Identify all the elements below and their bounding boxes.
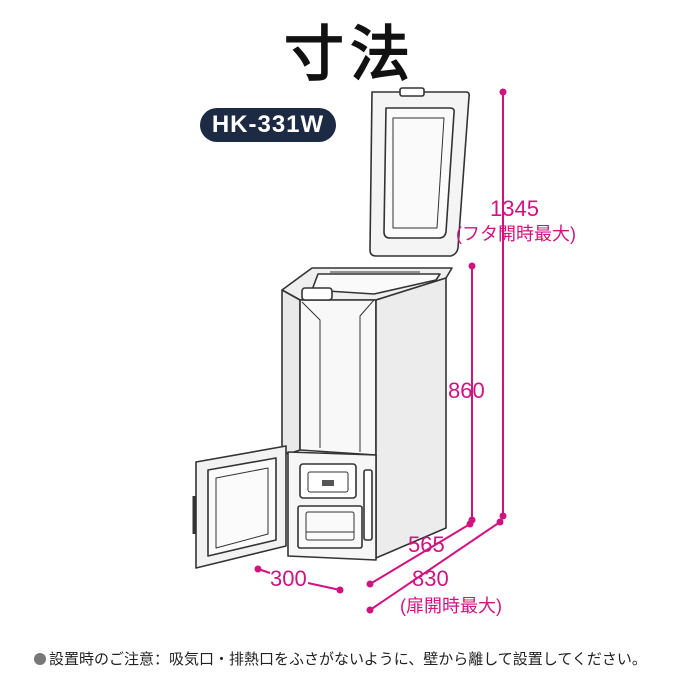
bullet-icon xyxy=(34,653,46,665)
page-title: 寸法 xyxy=(284,20,416,90)
dimension-565: 565 xyxy=(408,532,445,557)
dimension-860: 860 xyxy=(448,378,485,403)
dimension-line-1345 xyxy=(499,88,507,520)
dimension-line-830 xyxy=(366,518,504,614)
dimension-300: 300 xyxy=(270,566,307,591)
dimension-line-860 xyxy=(468,262,476,524)
open-lid xyxy=(369,87,470,257)
open-door xyxy=(192,445,287,569)
dimension-1345-note: (フタ開時最大) xyxy=(456,224,576,244)
installation-note: 設置時のご注意：吸気口・排熱口をふさがないように、壁から離して設置してください。 xyxy=(34,648,674,669)
main-body xyxy=(281,277,447,561)
dimension-1345: 1345 xyxy=(490,196,539,221)
model-badge: HK-331W xyxy=(200,108,336,142)
dimension-line-565 xyxy=(366,520,474,588)
dimension-830: 830 xyxy=(412,566,449,591)
installation-note-text: 設置時のご注意：吸気口・排熱口をふさがないように、壁から離して設置してください。 xyxy=(49,650,647,668)
dimension-line-300 xyxy=(254,565,344,594)
dimension-830-note: (扉開時最大) xyxy=(400,596,502,616)
